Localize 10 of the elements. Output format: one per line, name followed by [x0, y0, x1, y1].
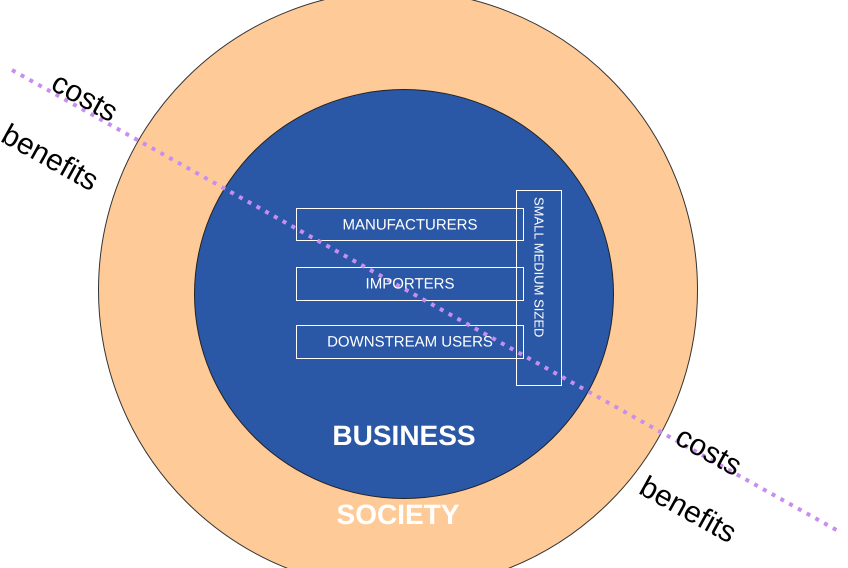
box-label: DOWNSTREAM USERS	[327, 334, 493, 350]
category-box	[296, 208, 524, 241]
circle-label: BUSINESS	[332, 420, 476, 452]
circle-label: SOCIETY	[336, 499, 460, 531]
side-label: costs	[46, 66, 124, 129]
box-label: SMALL MEDIUM SIZED	[532, 197, 546, 338]
size-box	[516, 190, 562, 386]
side-label: costs	[670, 420, 748, 483]
box-label: MANUFACTURERS	[342, 216, 478, 233]
category-box	[296, 325, 524, 359]
